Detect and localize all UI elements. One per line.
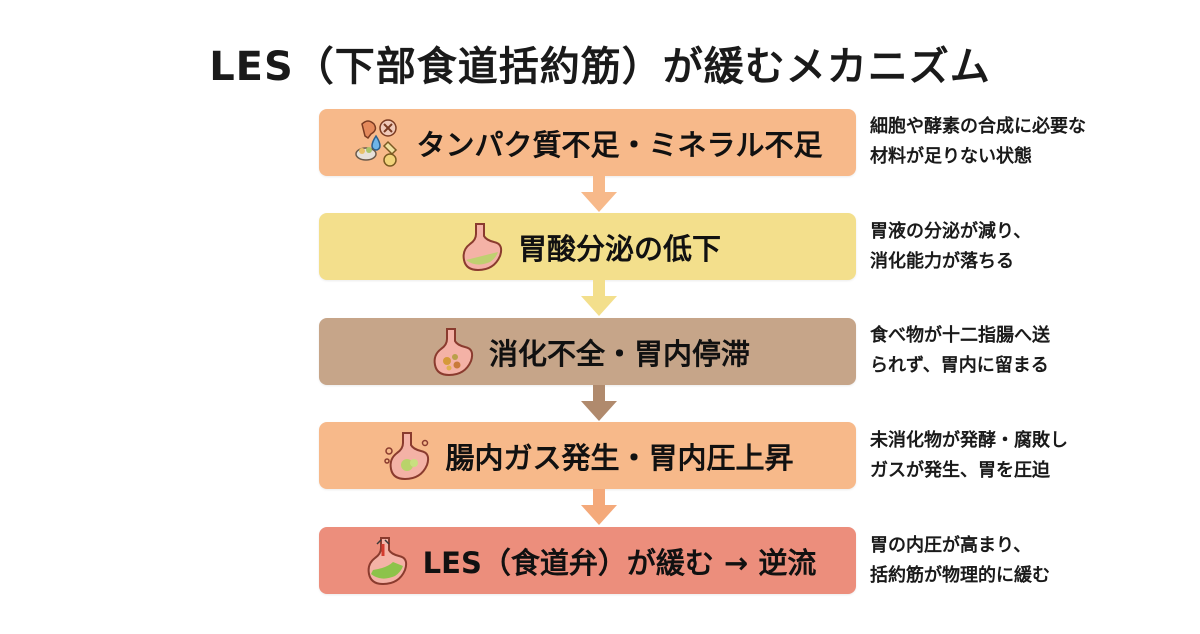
down-arrow — [581, 489, 617, 525]
step-les-relax-reflux: LES（食道弁）が緩む → 逆流 — [319, 527, 856, 594]
description-line: 食べ物が十二指腸へ送 — [870, 325, 1050, 346]
step-label: 消化不全・胃内停滞 — [488, 336, 750, 371]
step-label: 腸内ガス発生・胃内圧上昇 — [445, 440, 794, 475]
step-description: 細胞や酵素の合成に必要な 材料が足りない状態 — [870, 112, 1190, 172]
step-description: 未消化物が発酵・腐敗し ガスが発生、胃を圧迫 — [870, 426, 1190, 486]
step-label: タンパク質不足・ミネラル不足 — [416, 127, 823, 162]
step-label: LES（食道弁）が緩む → 逆流 — [422, 545, 817, 580]
stomach-icon — [462, 222, 503, 271]
description-line: 消化能力が落ちる — [870, 251, 1014, 272]
step-nutrient-deficiency: タンパク質不足・ミネラル不足 — [319, 109, 856, 176]
stomach-gas-icon — [384, 431, 430, 480]
description-line: られず、胃内に留まる — [870, 355, 1049, 376]
step-description: 胃の内圧が高まり、 括約筋が物理的に緩む — [870, 531, 1190, 591]
description-line: 胃液の分泌が減り、 — [870, 221, 1032, 242]
stomach-reflux-icon — [367, 536, 407, 585]
page-title: LES（下部食道括約筋）が緩むメカニズム — [209, 44, 991, 90]
step-indigestion-stagnation: 消化不全・胃内停滞 — [319, 318, 856, 385]
stomach-food-icon — [433, 327, 474, 376]
description-line: 細胞や酵素の合成に必要な — [870, 116, 1086, 137]
step-label: 胃酸分泌の低下 — [517, 231, 721, 266]
description-line: 括約筋が物理的に緩む — [870, 565, 1050, 586]
description-line: 未消化物が発酵・腐敗し — [870, 430, 1068, 451]
down-arrow — [581, 176, 617, 212]
down-arrow — [581, 280, 617, 316]
description-line: ガスが発生、胃を圧迫 — [870, 460, 1050, 481]
description-line: 材料が足りない状態 — [870, 146, 1032, 167]
description-line: 胃の内圧が高まり、 — [870, 535, 1032, 556]
step-description: 食べ物が十二指腸へ送 られず、胃内に留まる — [870, 321, 1190, 381]
step-low-stomach-acid: 胃酸分泌の低下 — [319, 213, 856, 280]
food-nutrients-icon — [355, 118, 398, 167]
step-description: 胃液の分泌が減り、 消化能力が落ちる — [870, 217, 1190, 277]
step-gas-pressure: 腸内ガス発生・胃内圧上昇 — [319, 422, 856, 489]
down-arrow — [581, 385, 617, 421]
